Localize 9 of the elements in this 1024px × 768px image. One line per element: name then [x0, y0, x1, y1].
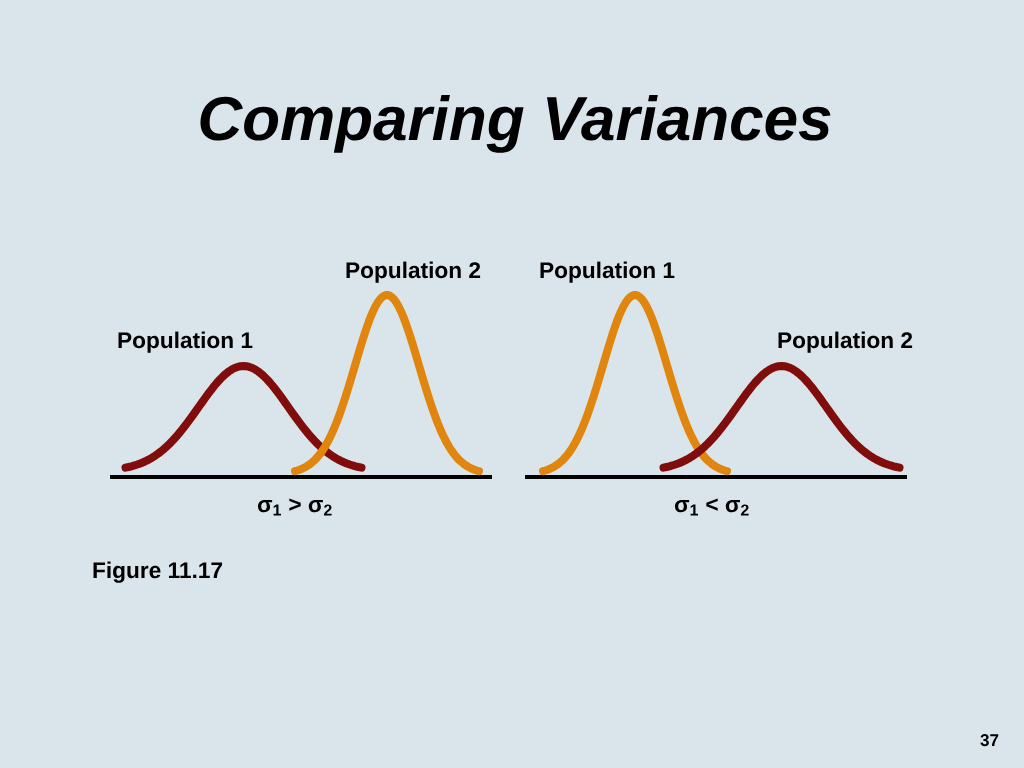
curve-label: Population 1 — [118, 331, 253, 353]
curve-label: Population 1 — [540, 261, 675, 283]
curve-label: Population 2 — [778, 331, 913, 353]
figure-number: Figure 11.17 — [93, 561, 223, 583]
page-number: 37 — [980, 734, 999, 747]
formula: σ$_{1}$ < σ$_{2}$ — [674, 498, 749, 516]
curve-label: Population 2 — [346, 261, 481, 283]
slide-title: Comparing Variances — [200, 95, 831, 153]
formula: σ$_{1}$ > σ$_{2}$ — [257, 498, 332, 516]
